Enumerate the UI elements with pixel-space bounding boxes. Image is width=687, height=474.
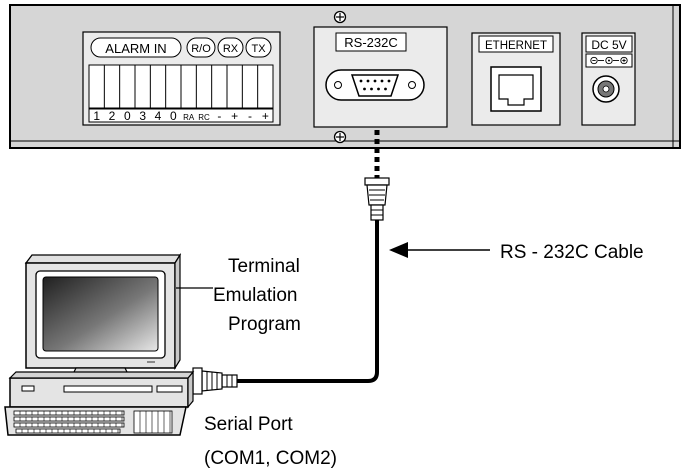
screw-icon: [333, 10, 347, 24]
terminal-label: 0: [170, 109, 177, 123]
dc-section: DC 5V: [581, 32, 636, 126]
ethernet-label: ETHERNET: [485, 40, 547, 52]
ro-label: R/O: [191, 43, 211, 55]
dc-label: DC 5V: [591, 38, 626, 52]
rj45-port-icon: [490, 66, 542, 112]
terminal-label: 3: [139, 109, 146, 123]
cable-label: RS - 232C Cable: [500, 242, 644, 263]
tx-label: TX: [251, 43, 266, 55]
dc-label-box: [585, 35, 633, 53]
rs232c-cable: [192, 130, 390, 395]
terminal-labels-strip: [88, 108, 274, 123]
monitor-top-face: [24, 254, 182, 264]
program-label-line2: Emulation: [213, 285, 298, 306]
keyboard-numpad: [133, 410, 173, 434]
terminal-label: RC: [198, 113, 210, 122]
alarm-in-label: ALARM IN: [105, 41, 166, 56]
db9-connector-icon: [325, 69, 425, 101]
rs232c-section: RS-232C: [313, 26, 448, 128]
computer-icon: [8, 252, 195, 409]
monitor-side-face: [174, 252, 181, 371]
terminal-label: 0: [124, 109, 131, 123]
serial-port-label: Serial Port: [204, 414, 293, 435]
program-label-line1: Terminal: [228, 256, 300, 277]
cable-wire: [237, 220, 379, 383]
terminal-label: -: [217, 109, 221, 123]
rx-label-box: [217, 37, 244, 58]
dc-jack-icon: [592, 75, 620, 103]
ro-label-box: [186, 37, 216, 58]
keyboard-icon: [4, 406, 187, 436]
screw-icon: [333, 130, 347, 144]
drive-bay: [156, 385, 183, 393]
cpu-case-top: [8, 371, 195, 379]
ethernet-label-box: [478, 35, 554, 53]
power-button: [21, 385, 35, 392]
terminal-label: RA: [183, 113, 195, 122]
terminal-dividers: [103, 65, 259, 108]
db9-plug-icon: [364, 177, 390, 221]
rx-label: RX: [223, 43, 239, 55]
terminal-label: -: [248, 109, 252, 123]
keyboard-key-row: [13, 416, 125, 422]
db9-plug-icon: [192, 367, 238, 395]
tx-label-box: [245, 37, 272, 58]
alarm-in-label-box: [90, 37, 182, 58]
polarity-icon: [585, 53, 633, 68]
arrow-left-icon: [389, 242, 490, 258]
program-label-line3: Program: [228, 314, 301, 335]
keyboard-keys: [13, 410, 173, 434]
floppy-drive-slot: [63, 385, 153, 393]
com-ports-label: (COM1, COM2): [204, 448, 337, 469]
monitor-screen: [42, 276, 159, 352]
keyboard-key-row: [13, 422, 125, 428]
terminal-label: +: [262, 109, 269, 123]
terminal-label: 1: [93, 109, 100, 123]
terminal-label: +: [231, 109, 238, 123]
terminal-label: 2: [109, 109, 116, 123]
rs232c-label: RS-232C: [344, 35, 397, 50]
ethernet-section: ETHERNET: [471, 32, 561, 126]
terminal-label: 4: [155, 109, 162, 123]
keyboard-key-row: [15, 428, 121, 434]
keyboard-key-row: [13, 410, 125, 416]
rs232c-label-box: [335, 32, 407, 52]
